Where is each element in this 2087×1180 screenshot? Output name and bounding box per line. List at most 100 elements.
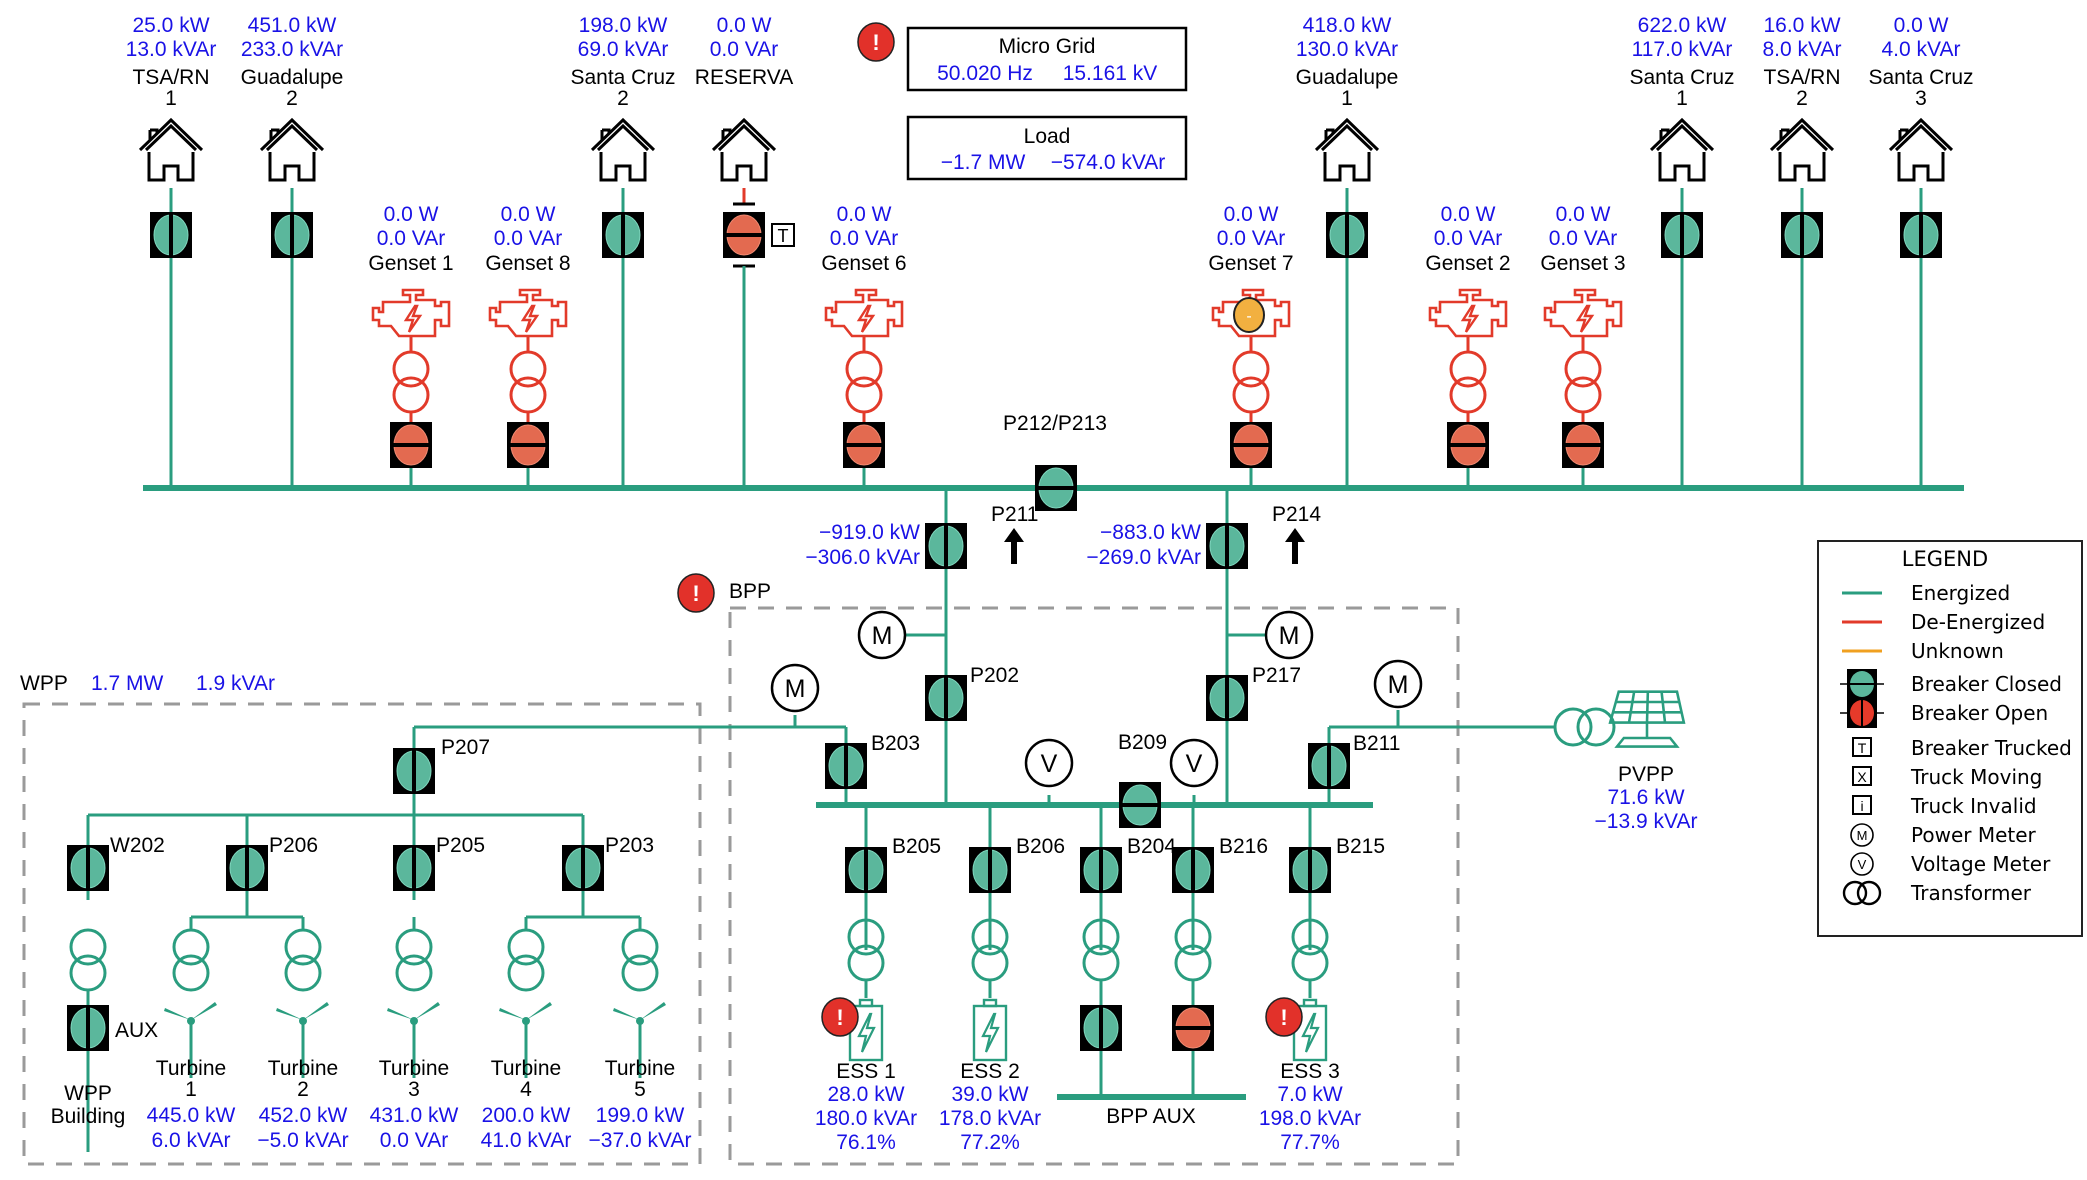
feeder-name: Guadalupe [1296,66,1399,89]
feeder-name: RESERVA [695,66,793,89]
genset-breaker[interactable] [507,422,549,468]
feeder-name: Santa Cruz [1629,66,1734,89]
bpp-title: BPP [729,580,771,603]
genset-active-power: 0.0 W [837,203,892,226]
feeder-breaker[interactable] [1326,212,1368,258]
genset-breaker[interactable] [390,422,432,468]
legend-item-line-unknown: Unknown [1842,639,2004,663]
breaker-b205[interactable] [845,847,887,893]
breaker-aux[interactable] [67,1005,109,1051]
breaker-p206[interactable] [226,845,268,891]
breaker-label: P206 [269,834,318,857]
transformer-icon [621,928,659,992]
bpp-region-border [728,606,1460,1166]
load-active-power: −1.7 MW [941,151,1026,174]
feeder-reactive-power: 69.0 kVAr [578,38,669,61]
bpp-alarm[interactable]: ! [677,573,715,613]
tie-breaker-p212-p213[interactable] [1035,465,1077,511]
feeder-reactive-power: 0.0 VAr [710,38,778,61]
micro-grid-voltage: 15.161 kV [1063,62,1158,85]
genset-breaker[interactable] [1447,422,1489,468]
breaker-bpp-aux-2[interactable] [1172,1005,1214,1051]
breaker-b215[interactable] [1289,847,1331,893]
breaker-p203[interactable] [562,845,604,891]
genset-name: Genset 1 [368,252,453,275]
breaker-b203[interactable] [825,743,867,789]
feeder-breaker[interactable] [723,212,765,258]
feeder-reactive-power: 13.0 kVAr [126,38,217,61]
feeder-reactive-power: 130.0 kVAr [1296,38,1398,61]
wpp-title: WPP [20,672,68,695]
breaker-p205[interactable] [393,845,435,891]
truck-X-icon: X [1852,766,1872,786]
legend-label: Breaker Trucked [1911,736,2072,760]
breaker-b209[interactable] [1119,782,1161,828]
power-meter-b203[interactable]: M [770,663,820,713]
feeder-number: 1 [1676,87,1688,110]
genset-engine-icon [488,288,568,338]
feeder-breaker[interactable] [602,212,644,258]
breaker-p211[interactable] [925,523,967,569]
micro-grid-alarm[interactable]: ! [857,22,895,62]
legend: LEGEND EnergizedDe-EnergizedUnknownBreak… [1817,540,2083,937]
feeder-breaker[interactable] [1781,212,1823,258]
breaker-b216[interactable] [1172,847,1214,893]
breaker-p202[interactable] [925,675,967,721]
feeder-breaker[interactable] [271,212,313,258]
breaker-label: P205 [436,834,485,857]
tie-active-power: −919.0 kW [819,521,920,544]
wpp-reactive-power: 1.9 kVAr [196,672,275,695]
ess-alarm[interactable]: ! [821,997,859,1037]
breaker-b206[interactable] [969,847,1011,893]
breaker-b211[interactable] [1308,743,1350,789]
feeder-breaker[interactable] [1900,212,1942,258]
genset-breaker[interactable] [843,422,885,468]
transformer-icon [69,928,107,992]
breaker-w202[interactable] [67,845,109,891]
genset-breaker[interactable] [1230,422,1272,468]
ess-reactive-power: 178.0 kVAr [939,1107,1041,1130]
power-meter-p211[interactable]: M [857,610,907,660]
feeder-name: Santa Cruz [570,66,675,89]
legend-item-line-deenergized: De-Energized [1842,610,2045,634]
power-flow-arrow-up-icon [1285,528,1305,564]
voltage-meter-1[interactable]: V [1024,738,1074,788]
breaker-p217[interactable] [1206,675,1248,721]
unknown-status-badge[interactable]: - [1233,297,1265,333]
breaker-p207[interactable] [393,748,435,794]
breaker-p214[interactable] [1206,523,1248,569]
ess-alarm[interactable]: ! [1265,997,1303,1037]
genset-active-power: 0.0 W [1224,203,1279,226]
ess-active-power: 39.0 kW [951,1083,1028,1106]
transformer-icon [395,928,433,992]
feeder-name: Guadalupe [241,66,344,89]
genset-reactive-power: 0.0 VAr [830,227,898,250]
breaker-label: P207 [441,736,490,759]
ess-name: ESS 2 [960,1060,1020,1083]
voltage-meter-2[interactable]: V [1169,738,1219,788]
breaker-b204[interactable] [1080,847,1122,893]
feeder-breaker[interactable] [1661,212,1703,258]
house-icon [138,118,204,182]
transformer-icon [172,928,210,992]
power-meter-b211[interactable]: M [1373,659,1423,709]
turbine-active-power: 452.0 kW [259,1104,348,1127]
power-meter-p214[interactable]: M [1264,610,1314,660]
genset-breaker[interactable] [1562,422,1604,468]
feeder-breaker[interactable] [150,212,192,258]
genset-reactive-power: 0.0 VAr [377,227,445,250]
turbine-active-power: 199.0 kW [596,1104,685,1127]
breaker-bpp-aux-1[interactable] [1080,1005,1122,1051]
genset-reactive-power: 0.0 VAr [494,227,562,250]
alarm-icon: ! [692,581,699,606]
